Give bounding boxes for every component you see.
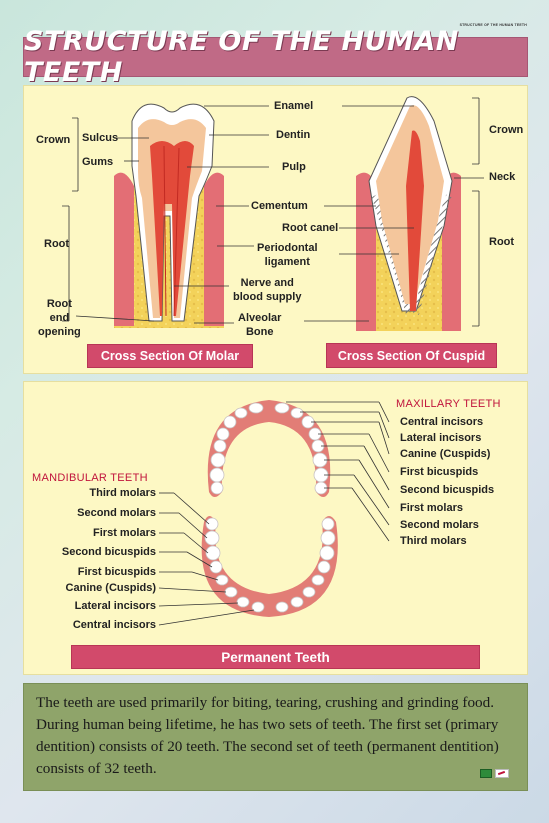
page-caption: STRUCTURE OF THE HUMAN TEETH [459, 23, 527, 27]
mandibular-second-molars: Second molars [77, 507, 156, 519]
logo-green-icon [480, 769, 492, 778]
cuspid-caption: Cross Section Of Cuspid [326, 343, 497, 368]
description-text: The teeth are used primarily for biting,… [36, 694, 499, 777]
label-cuspid-crown: Crown [489, 124, 524, 136]
label-cuspid-neck: Neck [489, 171, 516, 183]
label-root-end-opening: Root end opening [38, 298, 81, 338]
label-cuspid-root: Root [489, 236, 515, 248]
permanent-teeth-panel: MAXILLARY TEETH Central incisors Lateral… [23, 381, 528, 675]
cross-section-illustration [62, 96, 484, 331]
maxillary-canine: Canine (Cuspids) [400, 448, 491, 460]
mandibular-second-bicuspids: Second bicuspids [61, 546, 156, 558]
maxillary-second-molars: Second molars [400, 519, 479, 531]
title-banner: STRUCTURE OF THE HUMAN TEETH [23, 26, 528, 88]
label-root-canel: Root canel [282, 222, 339, 234]
maxillary-first-molars: First molars [400, 502, 463, 514]
publisher-logos [480, 769, 509, 778]
maxillary-lateral-incisors: Lateral incisors [400, 432, 482, 444]
label-nerve-blood-supply: Nerve and blood supply [233, 277, 302, 303]
maxillary-first-bicuspids: First bicuspids [400, 466, 479, 478]
description-box: The teeth are used primarily for biting,… [23, 683, 528, 791]
label-enamel: Enamel [274, 100, 314, 112]
mandibular-first-bicuspids: First bicuspids [77, 566, 156, 578]
mandibular-first-molars: First molars [93, 527, 156, 539]
mandibular-canine: Canine (Cuspids) [65, 582, 156, 594]
label-dentin: Dentin [276, 129, 311, 141]
maxillary-heading: MAXILLARY TEETH [396, 398, 501, 410]
label-gums: Gums [82, 156, 114, 168]
label-cementum: Cementum [251, 200, 308, 212]
label-alveolar-bone: Alveolar Bone [238, 312, 282, 338]
maxillary-second-bicuspids: Second bicuspids [400, 484, 495, 496]
upper-arch [207, 400, 331, 497]
page-title: STRUCTURE OF THE HUMAN TEETH [24, 26, 459, 88]
permanent-teeth-caption: Permanent Teeth [71, 645, 480, 669]
molar-caption: Cross Section Of Molar [87, 344, 253, 368]
label-sulcus: Sulcus [82, 132, 119, 144]
dental-arch-illustration [158, 400, 390, 626]
label-root: Root [44, 238, 70, 250]
maxillary-central-incisors: Central incisors [400, 416, 484, 428]
logo-brand-icon [495, 769, 509, 778]
label-periodontal-ligament: Periodontal ligament [257, 242, 318, 268]
mandibular-heading: MANDIBULAR TEETH [32, 472, 148, 484]
label-crown: Crown [36, 134, 71, 146]
mandibular-central-incisors: Central incisors [72, 619, 156, 631]
cross-section-panel: Crown Sulcus Gums Root Root end opening … [23, 85, 528, 374]
maxillary-third-molars: Third molars [400, 535, 467, 547]
mandibular-lateral-incisors: Lateral incisors [74, 600, 156, 612]
label-pulp: Pulp [282, 161, 306, 173]
mandibular-third-molars: Third molars [89, 487, 156, 499]
